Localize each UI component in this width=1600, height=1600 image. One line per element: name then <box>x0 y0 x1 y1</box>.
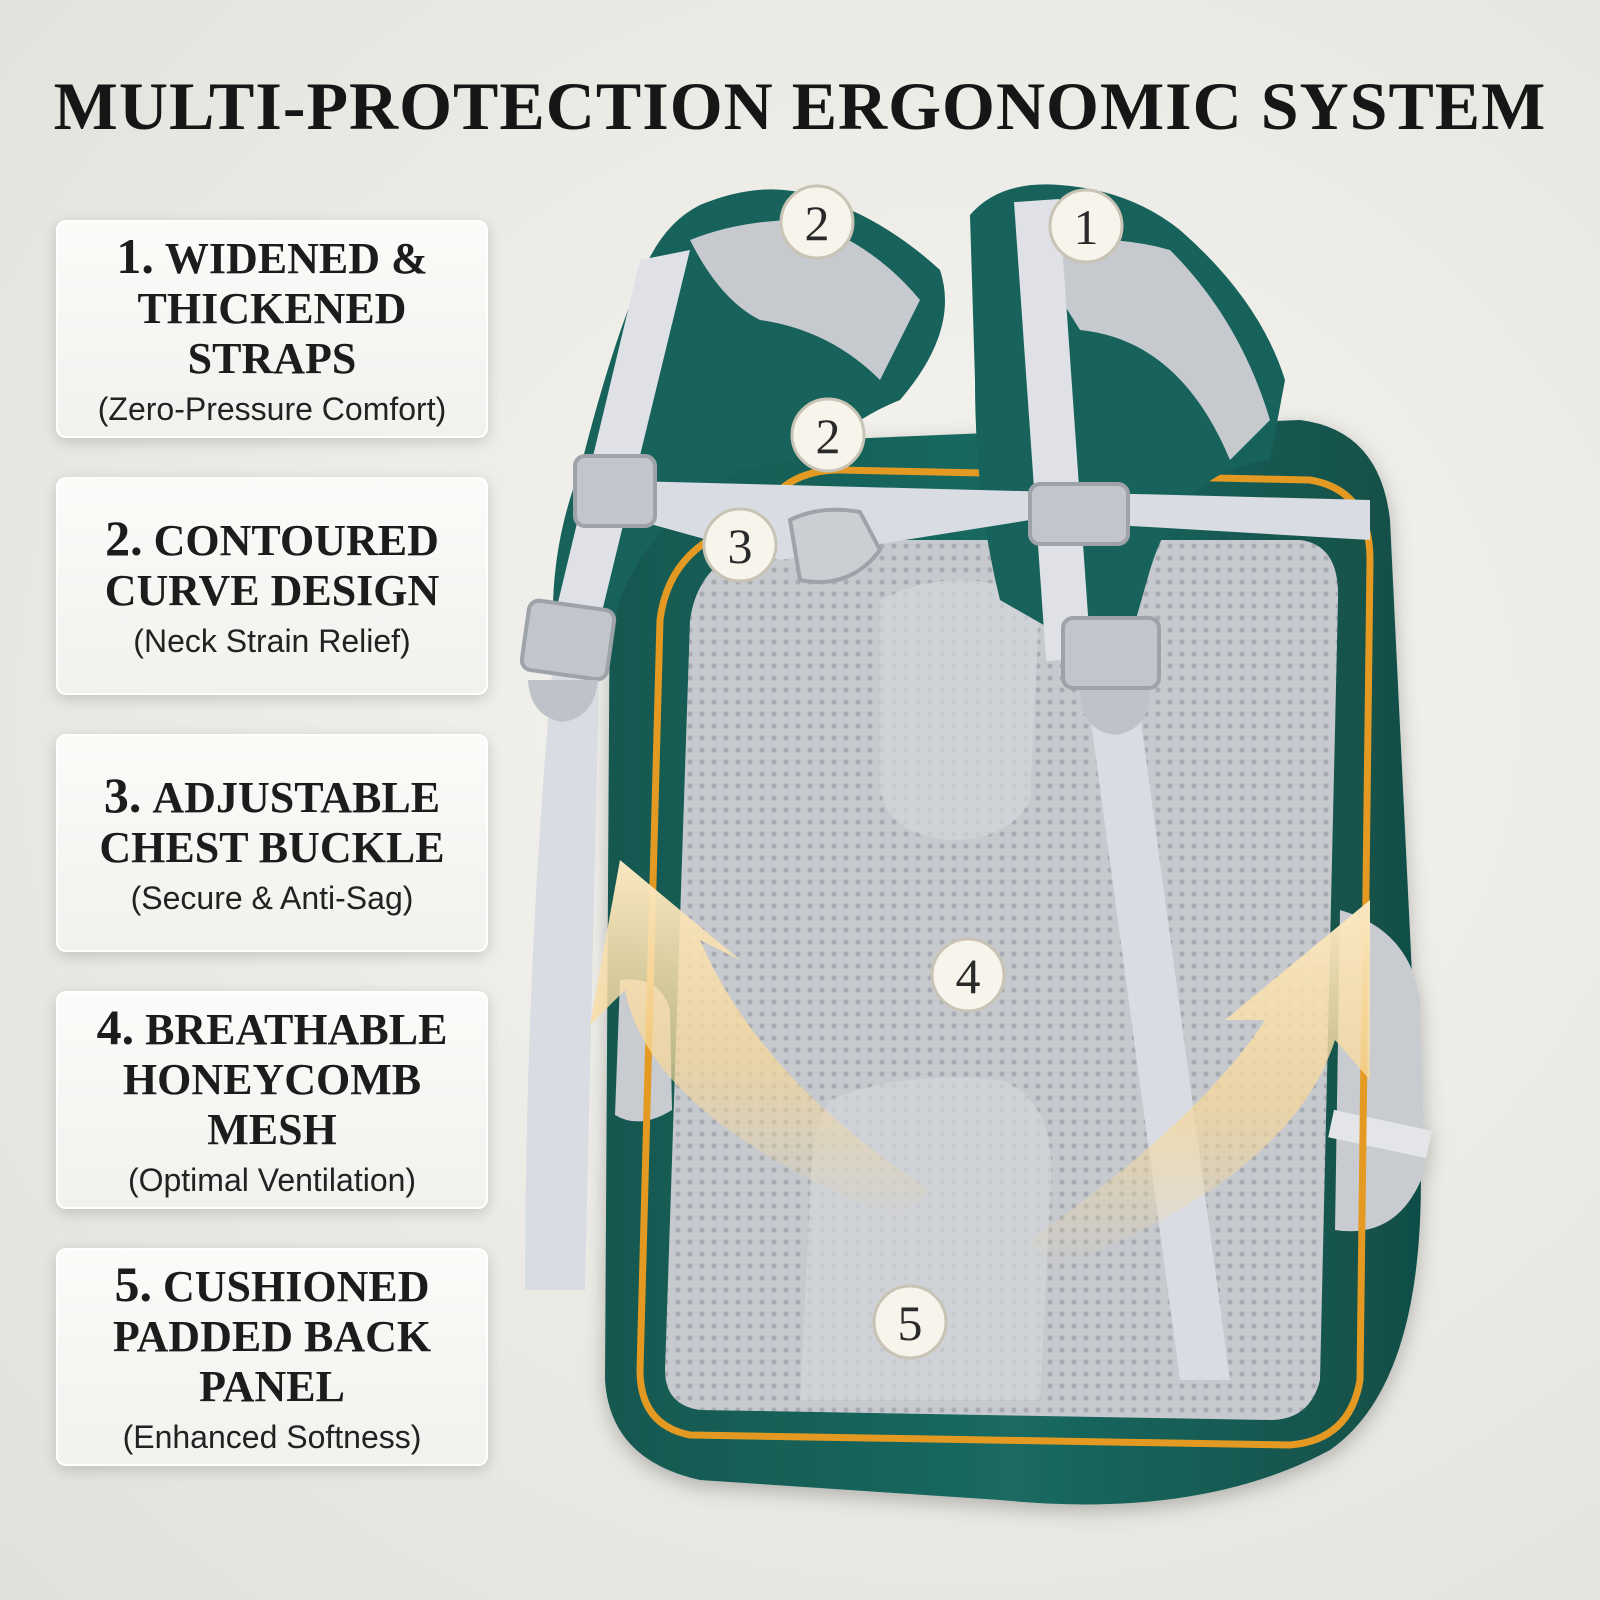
feature-title-3a: ADJUSTABLE <box>152 772 441 822</box>
feature-title-5a: CUSHIONED <box>163 1261 430 1311</box>
feature-title-1a: WIDENED & <box>164 233 428 283</box>
feature-number-1: 1. <box>116 227 154 284</box>
svg-text:4: 4 <box>956 948 981 1004</box>
badge-1: 1 <box>1048 188 1124 264</box>
feature-card-2: 2. CONTOURED CURVE DESIGN (Neck Strain R… <box>56 477 488 695</box>
badge-2-top: 2 <box>779 184 855 260</box>
left-shoulder-strap <box>519 189 945 1290</box>
feature-title-3b: CHEST BUCKLE <box>99 822 445 872</box>
feature-subtitle-1: (Zero-Pressure Comfort) <box>97 390 447 427</box>
feature-subtitle-5: (Enhanced Softness) <box>122 1418 422 1455</box>
feature-card-1: 1. WIDENED & THICKENED STRAPS (Zero-Pres… <box>56 220 488 438</box>
feature-card-5: 5. CUSHIONED PADDED BACK PANEL (Enhanced… <box>56 1248 488 1466</box>
feature-number-3: 3. <box>103 766 142 823</box>
feature-number-4: 4. <box>96 998 135 1055</box>
svg-text:3: 3 <box>728 518 753 574</box>
badge-2-middle: 2 <box>790 397 866 473</box>
svg-text:5: 5 <box>898 1295 923 1351</box>
badge-3: 3 <box>702 507 778 583</box>
feature-card-3: 3. ADJUSTABLE CHEST BUCKLE (Secure & Ant… <box>56 734 488 952</box>
svg-text:2: 2 <box>816 408 841 464</box>
headline: MULTI-PROTECTION ERGONOMIC SYSTEM <box>53 68 1547 144</box>
feature-number-5: 5. <box>114 1255 153 1312</box>
feature-title-4a: BREATHABLE <box>145 1004 448 1054</box>
chest-buckle <box>573 454 1370 584</box>
feature-title-2b: CURVE DESIGN <box>104 565 440 615</box>
feature-title-1b: THICKENED STRAPS <box>137 283 407 383</box>
feature-title-4b: HONEYCOMB MESH <box>122 1054 422 1154</box>
feature-number-2: 2. <box>105 509 143 566</box>
feature-subtitle-2: (Neck Strain Relief) <box>133 622 411 659</box>
badge-5: 5 <box>872 1284 948 1360</box>
airflow-arrows <box>590 860 1370 1270</box>
feature-subtitle-4: (Optimal Ventilation) <box>127 1161 417 1198</box>
feature-title-2a: CONTOURED <box>153 515 439 565</box>
badge-4: 4 <box>930 937 1006 1013</box>
svg-text:1: 1 <box>1074 199 1099 255</box>
feature-subtitle-3: (Secure & Anti-Sag) <box>130 879 414 916</box>
feature-card-4: 4. BREATHABLE HONEYCOMB MESH (Optimal Ve… <box>56 991 488 1209</box>
svg-text:2: 2 <box>805 195 830 251</box>
feature-title-5b: PADDED BACK PANEL <box>112 1311 432 1411</box>
